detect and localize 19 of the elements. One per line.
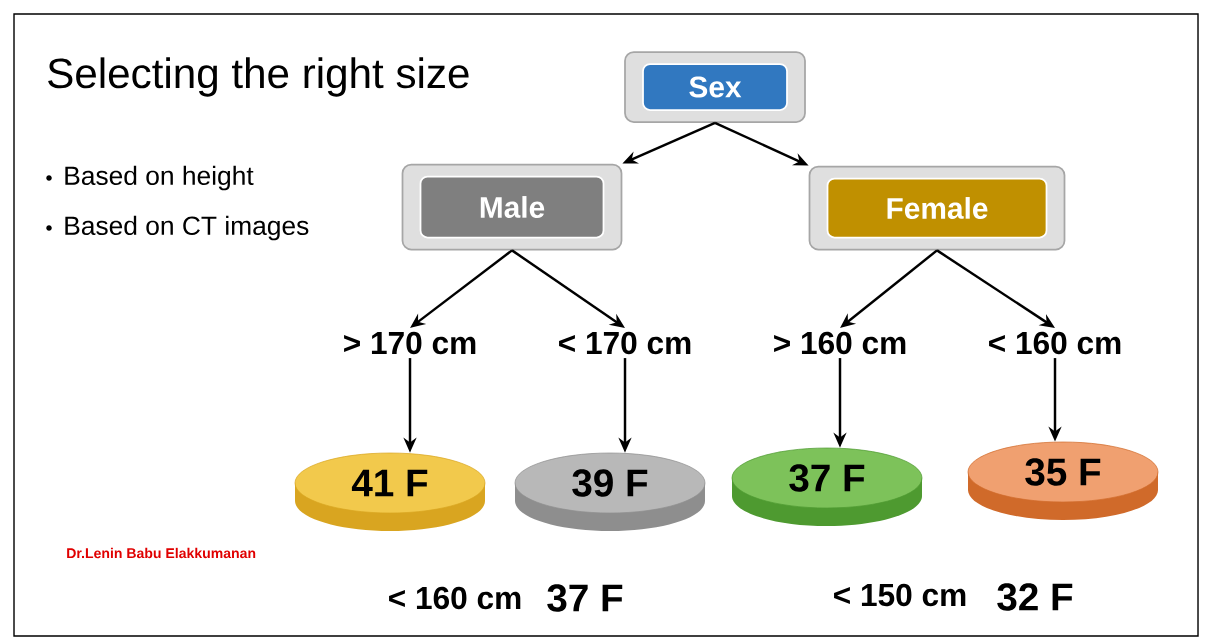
size-note: < 150 cm bbox=[834, 583, 966, 607]
height-label: > 160 cm bbox=[774, 331, 906, 355]
bullet-item: Based on height bbox=[65, 165, 254, 191]
height-label: < 170 cm bbox=[559, 331, 691, 355]
size-disc: 37 F bbox=[731, 447, 923, 526]
author-note: Dr.Lenin Babu Elakkumanan bbox=[67, 547, 256, 559]
height-label: > 170 cm bbox=[344, 331, 476, 355]
button-box: Sex bbox=[624, 51, 806, 123]
button-box: Male bbox=[401, 163, 623, 251]
size-disc: 35 F bbox=[967, 441, 1159, 520]
button-box: Female bbox=[808, 165, 1066, 251]
height-label: < 160 cm bbox=[989, 331, 1121, 355]
size-note: 32 F bbox=[997, 583, 1073, 611]
size-disc: 41 F bbox=[294, 452, 486, 531]
size-note: < 160 cm bbox=[389, 586, 521, 610]
bullet-item: Based on CT images bbox=[65, 215, 309, 241]
size-disc: 39 F bbox=[514, 452, 706, 531]
title: Selecting the right size bbox=[48, 57, 469, 97]
size-note: 37 F bbox=[547, 584, 623, 612]
